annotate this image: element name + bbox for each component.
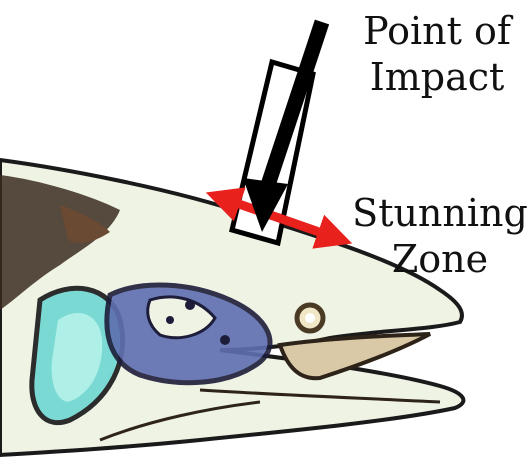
stun-label-line2: Zone [352,236,528,282]
point-of-impact-label: Point of Impact [352,8,522,100]
stunning-zone-label: Stunning Zone [352,190,528,282]
impact-label-line2: Impact [352,54,522,100]
impact-label-line1: Point of [352,8,522,54]
stun-label-line1: Stunning [352,190,528,236]
